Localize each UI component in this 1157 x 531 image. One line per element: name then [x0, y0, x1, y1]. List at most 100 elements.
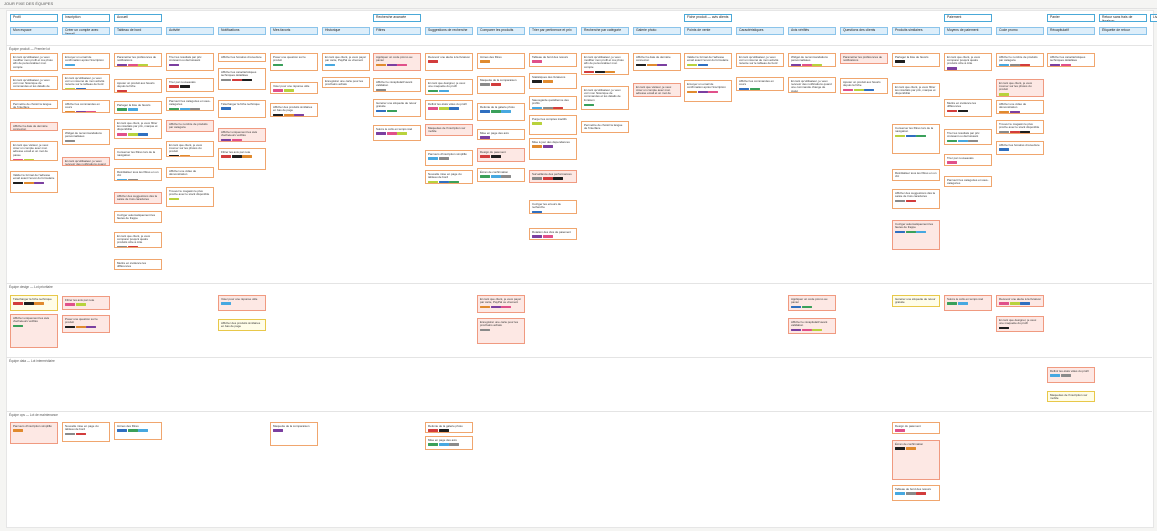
story-card[interactable]: Voter pour une réponse utile — [270, 82, 318, 94]
feature-card[interactable]: Historique — [322, 27, 370, 35]
feature-card[interactable]: Produits similaires — [892, 27, 940, 35]
story-card[interactable]: Partager la liste de favoris — [114, 101, 162, 114]
story-card[interactable]: Tableau de bord des retours — [892, 485, 940, 501]
feature-card[interactable]: Mes favoris — [270, 27, 318, 35]
story-card[interactable]: Partager la liste de favoris — [892, 53, 940, 67]
story-card[interactable]: Tableau de bord des retours — [529, 53, 577, 67]
story-card[interactable]: Afficher uniquement les avis d'acheteurs… — [10, 314, 58, 348]
story-card[interactable]: Parcourir les catégories et sous-catégor… — [944, 176, 992, 187]
story-card[interactable]: Réinitialiser tous les filtres en un cli… — [114, 168, 162, 181]
story-card[interactable]: Refonte de la galerie photo — [477, 103, 525, 121]
feature-card[interactable]: Galerie photo — [633, 27, 681, 35]
story-card[interactable]: Mise à jour des dépendances — [529, 138, 577, 160]
story-card[interactable]: En tant qu'utilisateur, je veux voir mon… — [10, 76, 58, 90]
story-card[interactable]: Afficher la date de dernière connexion — [633, 53, 681, 71]
story-card[interactable]: En tant qu'utilisateur, je veux voir mon… — [581, 86, 629, 110]
story-card[interactable]: Écran de confirmation — [892, 440, 940, 480]
story-card[interactable]: Permettre de choisir la langue de l'inte… — [10, 100, 58, 109]
story-card[interactable]: Design du paiement — [477, 148, 525, 162]
story-card[interactable]: Nouvelle mise en page du tableau de bord — [425, 170, 473, 184]
feature-card[interactable]: Notifications — [218, 27, 266, 35]
feature-card[interactable]: Filtres — [373, 27, 421, 35]
story-card[interactable]: En tant que client, je veux comparer jus… — [114, 232, 162, 248]
story-card[interactable]: Widget de recommandations personnalisées — [62, 129, 110, 145]
story-card[interactable]: Générer une étiquette de retour gratuite — [892, 295, 940, 307]
story-card[interactable]: En tant que designer, je veux une maquet… — [996, 316, 1044, 332]
story-card[interactable]: Afficher une vidéo de démonstration — [166, 167, 214, 178]
story-card[interactable]: Trier les résultats par prix croissant o… — [166, 53, 214, 71]
feature-card[interactable]: Créer un compte avec l'email — [62, 27, 110, 35]
feature-card[interactable]: Suggestions de recherche — [425, 27, 473, 35]
story-card[interactable]: Afficher des produits similaires en bas … — [270, 103, 318, 117]
story-card[interactable]: En tant qu'utilisateur, je veux recevoir… — [62, 157, 110, 166]
story-card[interactable]: Conserver les filtres lors de la navigat… — [892, 124, 940, 154]
story-card[interactable]: En tant qu'utilisateur, je veux recevoir… — [788, 77, 836, 93]
epic-card[interactable]: Fiche produit — avis clients — [684, 14, 732, 22]
story-card[interactable]: Définir les états vides du profil — [425, 100, 473, 120]
story-card[interactable]: Afficher les horaires d'ouverture — [996, 141, 1044, 155]
story-card[interactable]: Recevoir une alerte à la livraison — [996, 295, 1044, 307]
feature-card[interactable]: Mon espace — [10, 27, 58, 35]
story-card[interactable]: Réinitialiser tous les filtres en un cli… — [892, 169, 940, 181]
epic-card[interactable]: Accueil — [114, 14, 162, 22]
feature-card[interactable]: Recherche par catégorie — [581, 27, 629, 35]
story-card[interactable]: Parcourir les catégories et sous-catégor… — [166, 97, 214, 111]
story-card[interactable]: Suivre le colis en temps réel — [944, 295, 992, 311]
feature-card[interactable]: Comparer les produits — [477, 27, 525, 35]
story-card[interactable]: En tant que visiteur, je veux créer un c… — [633, 83, 681, 97]
feature-card[interactable]: Activité — [166, 27, 214, 35]
epic-card[interactable]: Recherche avancée — [373, 14, 421, 22]
story-card[interactable]: En tant que client, je veux zoomer sur l… — [996, 79, 1044, 97]
feature-card[interactable]: Trier par pertinence et prix — [529, 27, 577, 35]
epic-card[interactable]: Inscription — [62, 14, 110, 22]
epic-card[interactable]: Panier — [1047, 14, 1095, 22]
story-card[interactable]: Parcours d'inscription simplifié — [425, 150, 473, 166]
story-card[interactable]: Valider le format de l'adresse email ava… — [684, 53, 732, 69]
story-card[interactable]: Filtrer les avis par note — [218, 148, 266, 170]
story-card[interactable]: Sauvegarde quotidienne des profils — [529, 96, 577, 110]
story-card[interactable]: Écran de confirmation — [477, 168, 525, 182]
story-card[interactable]: Mise en page des avis — [425, 436, 473, 450]
story-card[interactable]: Mise en page des avis — [477, 129, 525, 140]
story-card[interactable]: Corriger automatiquement les fautes de f… — [892, 220, 940, 250]
story-card[interactable]: Afficher les caractéristiques techniques… — [1047, 53, 1095, 67]
story-card[interactable]: Trier les résultats par prix croissant o… — [944, 129, 992, 145]
story-card[interactable]: Afficher le nombre de produits par catég… — [166, 120, 214, 132]
story-card[interactable]: Corriger automatiquement les fautes de f… — [114, 211, 162, 223]
story-card[interactable]: Widget de recommandations personnalisées — [788, 53, 836, 67]
story-card[interactable]: En tant qu'utilisateur, je veux voir un … — [736, 53, 784, 67]
story-card[interactable]: Appliquer un code promo au panier — [373, 53, 421, 71]
story-card[interactable]: Télécharger la fiche technique — [10, 295, 58, 311]
story-card[interactable]: Trier par nouveautés — [166, 78, 214, 92]
story-card[interactable]: Ajouter un produit aux favoris depuis la… — [840, 78, 888, 94]
story-card[interactable]: Recevoir une alerte à la livraison — [425, 53, 473, 71]
story-card[interactable]: En tant que client, je veux comparer jus… — [944, 53, 992, 71]
story-card[interactable]: Afficher les commandes en cours — [736, 77, 784, 91]
story-card[interactable]: En tant que client, je veux filtrer les … — [114, 119, 162, 139]
story-card[interactable]: Filtrer les avis par note — [62, 296, 110, 310]
story-card[interactable]: Trouver le magasin le plus proche avec l… — [996, 120, 1044, 134]
feature-card[interactable]: Points de vente — [684, 27, 732, 35]
story-card[interactable]: Maquettes de l'inscription sur mobile — [1047, 391, 1095, 402]
story-card[interactable]: Trouver le magasin le plus proche avec l… — [166, 187, 214, 207]
story-card[interactable]: Définir les états vides du profil — [1047, 367, 1095, 383]
story-card[interactable]: Maquette de la comparaison — [270, 422, 318, 446]
story-card[interactable]: Afficher une vidéo de démonstration — [996, 100, 1044, 114]
story-card[interactable]: En tant qu'utilisateur, je veux voir un … — [62, 74, 110, 90]
story-card[interactable]: Mettre en évidence les différences — [944, 99, 992, 117]
story-card[interactable]: Permettre de choisir la langue de l'inte… — [581, 121, 629, 133]
story-card[interactable]: Afficher des suggestions dès la saisie d… — [892, 189, 940, 209]
feature-card[interactable]: Code promo — [996, 27, 1044, 35]
story-card[interactable]: En tant que client, je veux payer par ca… — [322, 53, 370, 71]
story-card[interactable]: Purger les comptes inactifs — [529, 115, 577, 135]
story-card[interactable]: Générer une étiquette de retour gratuite — [373, 99, 421, 117]
story-card[interactable]: Enregistrer une carte pour les prochains… — [477, 318, 525, 344]
story-card[interactable]: Rotation des clés de paiement — [529, 228, 577, 240]
story-card[interactable]: En tant que client, je veux filtrer les … — [892, 83, 940, 97]
story-card[interactable]: En tant que visiteur, je veux créer un c… — [10, 141, 58, 161]
story-card[interactable]: En tant qu'utilisateur, je veux modifier… — [581, 53, 629, 75]
epic-card[interactable]: Livraison — [1150, 14, 1157, 22]
story-card[interactable]: Voter pour une réponse utile — [218, 295, 266, 311]
story-card[interactable]: Refonte de la galerie photo — [425, 422, 473, 433]
feature-card[interactable]: Caractéristiques — [736, 27, 784, 35]
